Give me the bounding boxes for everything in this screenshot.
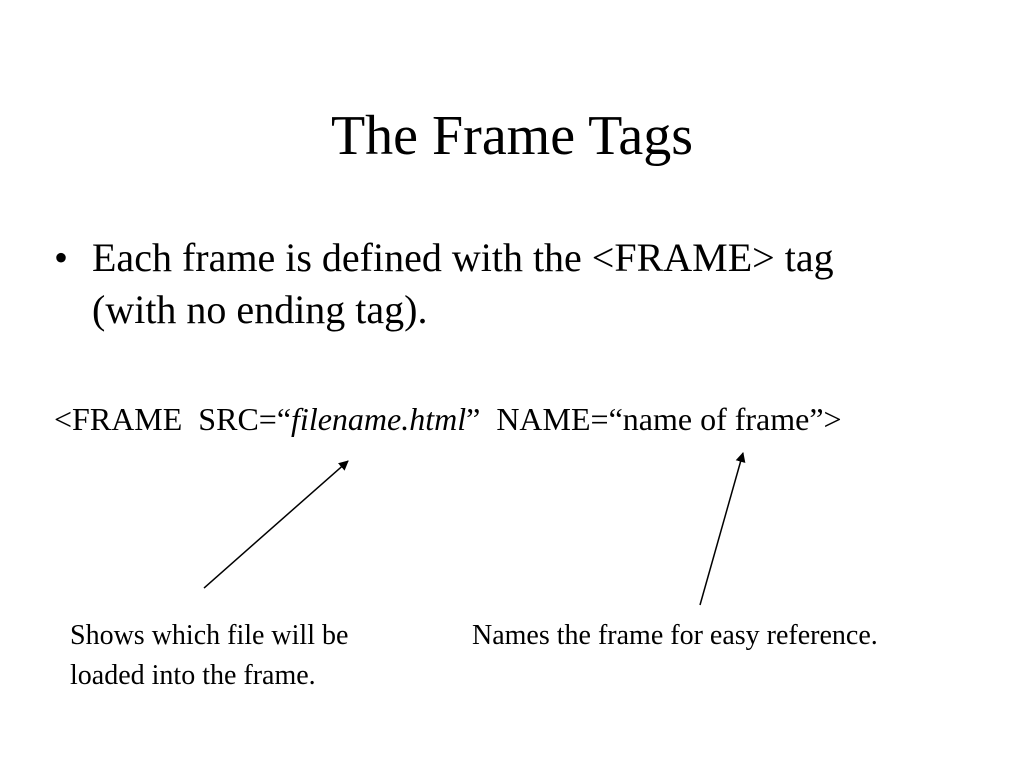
src-annotation: Shows which file will be loaded into the… xyxy=(70,616,450,696)
bullet-text: Each frame is defined with the <FRAME> t… xyxy=(92,232,972,336)
bullet-line-2: (with no ending tag). xyxy=(92,287,428,332)
name-annotation: Names the frame for easy reference. xyxy=(472,620,878,651)
src-annotation-line-1: Shows which file will be xyxy=(70,620,349,651)
frame-tag-name-part: ” NAME=“name of frame”> xyxy=(466,401,842,437)
frame-tag-filename: filename.html xyxy=(291,401,467,437)
slide-title: The Frame Tags xyxy=(330,105,694,167)
frame-tag-example: <FRAME SRC=“filename.html” NAME=“name of… xyxy=(54,400,842,438)
frame-tag-src-part: <FRAME SRC=“ xyxy=(54,401,292,437)
bullet-marker: • xyxy=(54,235,69,280)
bullet-line-1: Each frame is defined with the <FRAME> t… xyxy=(92,235,834,280)
src-annotation-line-2: loaded into the frame. xyxy=(70,660,316,691)
name-arrow xyxy=(699,452,746,606)
src-arrow xyxy=(203,460,349,589)
